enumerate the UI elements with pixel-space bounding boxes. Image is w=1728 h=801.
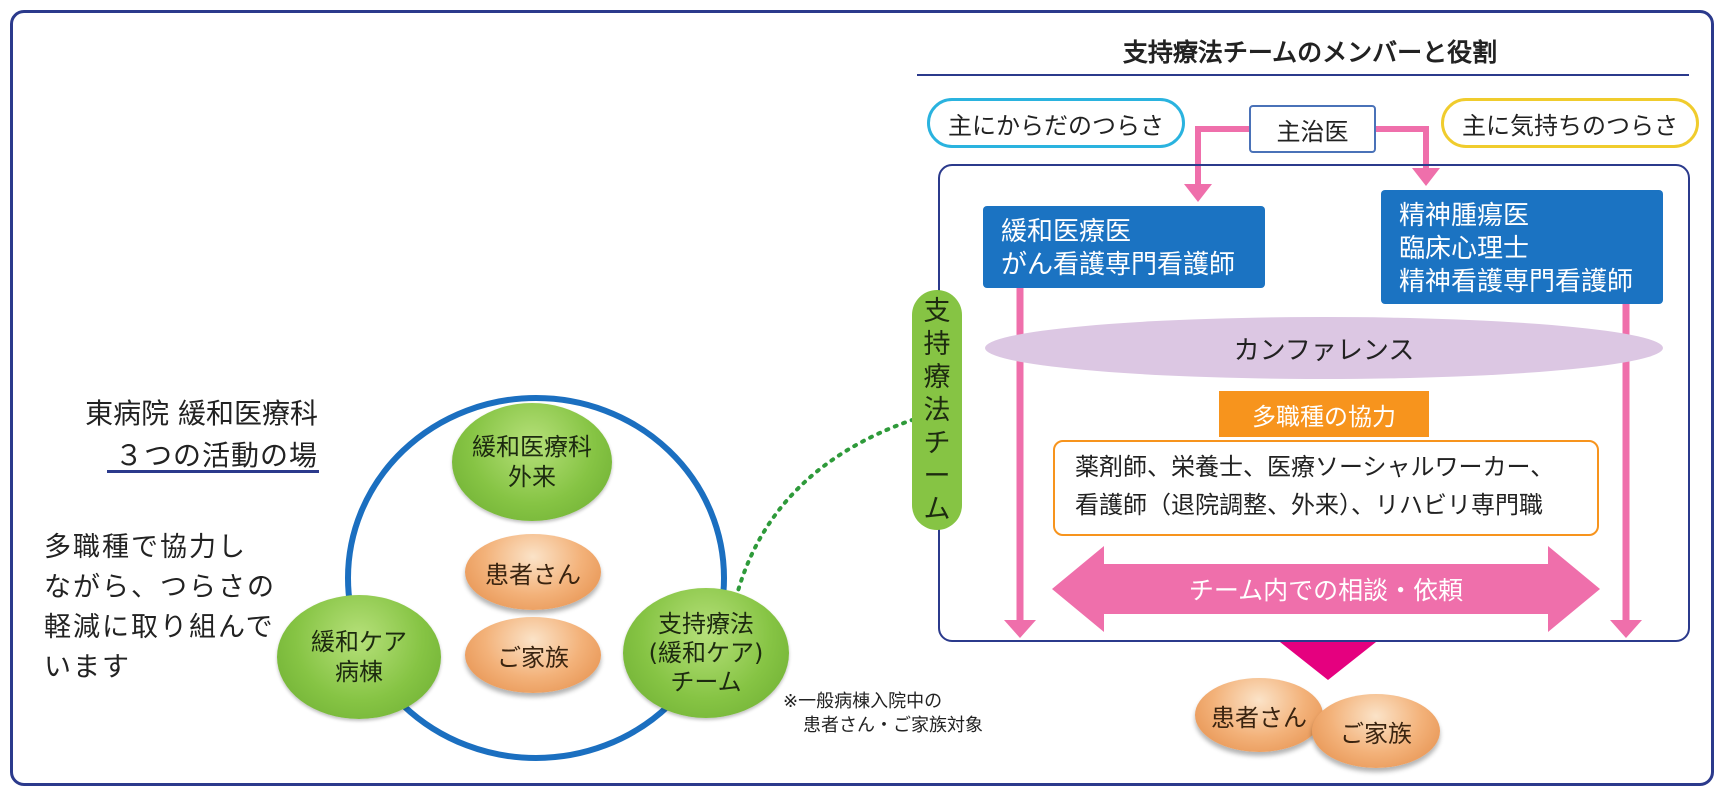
attending-arrow-left [1184, 184, 1212, 202]
node-ward-line: 病棟 [335, 658, 383, 686]
conference-ellipse: カンファレンス [985, 317, 1663, 379]
dotted-link [734, 418, 914, 600]
footnote: ※一般病棟入院中の 患者さん・ご家族対象 [783, 690, 983, 738]
vertical-char: 法 [923, 394, 951, 426]
consult-double-arrow [1052, 546, 1600, 632]
node-ward: 緩和ケア 病棟 [277, 595, 441, 719]
body-role: がん看護専門看護師 [1001, 250, 1236, 280]
node-outpatient-line: 外来 [508, 463, 556, 491]
mind-role: 臨床心理士 [1399, 234, 1530, 264]
node-team-line: (緩和ケア) [648, 638, 764, 667]
staff-line: 薬剤師、栄養士、医療ソーシャルワーカー、 [1075, 453, 1555, 481]
description-line: 多職種で協力し [44, 532, 247, 563]
node-ward-line: 緩和ケア [311, 628, 407, 656]
description-line: 軽減に取り組んで [44, 612, 275, 643]
mind-roles-box: 精神腫瘍医 臨床心理士 精神看護専門看護師 [1381, 190, 1663, 304]
mind-arrow-head [1610, 620, 1642, 638]
node-team-line: 支持療法 [658, 609, 754, 638]
body-role: 緩和医療医 [1001, 217, 1132, 247]
footnote-line: 患者さん・ご家族対象 [803, 715, 983, 736]
node-outpatient-line: 緩和医療科 [472, 433, 592, 461]
description-line: ながら、つらさの [44, 572, 276, 603]
team-section-title: 支持療法チームのメンバーと役割 [1122, 38, 1498, 67]
activity-ring [345, 395, 727, 761]
vertical-char: 療 [923, 361, 951, 393]
vertical-char: 持 [923, 328, 951, 360]
cooperation-label: 多職種の協力 [1219, 391, 1429, 437]
attending-arrow-right [1412, 168, 1440, 186]
description-line: います [44, 652, 131, 683]
node-team-line: チーム [670, 667, 742, 696]
staff-line: 看護師（退院調整、外来）、リハビリ専門職 [1075, 491, 1543, 519]
center-patient: 患者さん [465, 534, 601, 610]
bottom-family: ご家族 [1312, 694, 1440, 768]
down-triangle [1280, 642, 1376, 680]
node-outpatient: 緩和医療科 外来 [452, 403, 612, 521]
vertical-char: チ [923, 427, 951, 459]
attending-doctor: 主治医 [1249, 105, 1376, 153]
department-name: 東病院 緩和医療科 [85, 397, 318, 430]
body-roles-box: 緩和医療医 がん看護専門看護師 [983, 206, 1265, 288]
mind-role: 精神腫瘍医 [1399, 201, 1530, 231]
node-support-team: 支持療法 (緩和ケア) チーム [623, 588, 789, 718]
support-team-vertical-label: 支 持 療 法 チ ー ム [912, 290, 962, 530]
vertical-char: 支 [923, 295, 951, 327]
subtitle-underline [107, 470, 319, 473]
staff-box: 薬剤師、栄養士、医療ソーシャルワーカー、 看護師（退院調整、外来）、リハビリ専門… [1053, 440, 1599, 536]
attending-link-right [1376, 126, 1429, 170]
center-family: ご家族 [465, 617, 601, 693]
attending-link-left [1195, 126, 1249, 186]
description-text: 多職種で協力し ながら、つらさの 軽減に取り組んで います [44, 528, 284, 688]
vertical-char: ム [923, 493, 951, 525]
department-subtitle: ３つの活動の場 [114, 439, 318, 472]
consult-label: チーム内での相談・依頼 [1188, 576, 1464, 605]
bottom-patient: 患者さん [1195, 678, 1323, 752]
outer-frame [10, 10, 1714, 786]
footnote-line: ※一般病棟入院中の [783, 691, 943, 712]
vertical-char: ー [923, 460, 951, 492]
label-mind-distress: 主に気持ちのつらさ [1441, 98, 1699, 148]
body-arrow-head [1004, 620, 1036, 638]
title-rule [917, 74, 1689, 76]
mind-role: 精神看護専門看護師 [1399, 267, 1634, 297]
label-body-distress: 主にからだのつらさ [927, 98, 1185, 148]
